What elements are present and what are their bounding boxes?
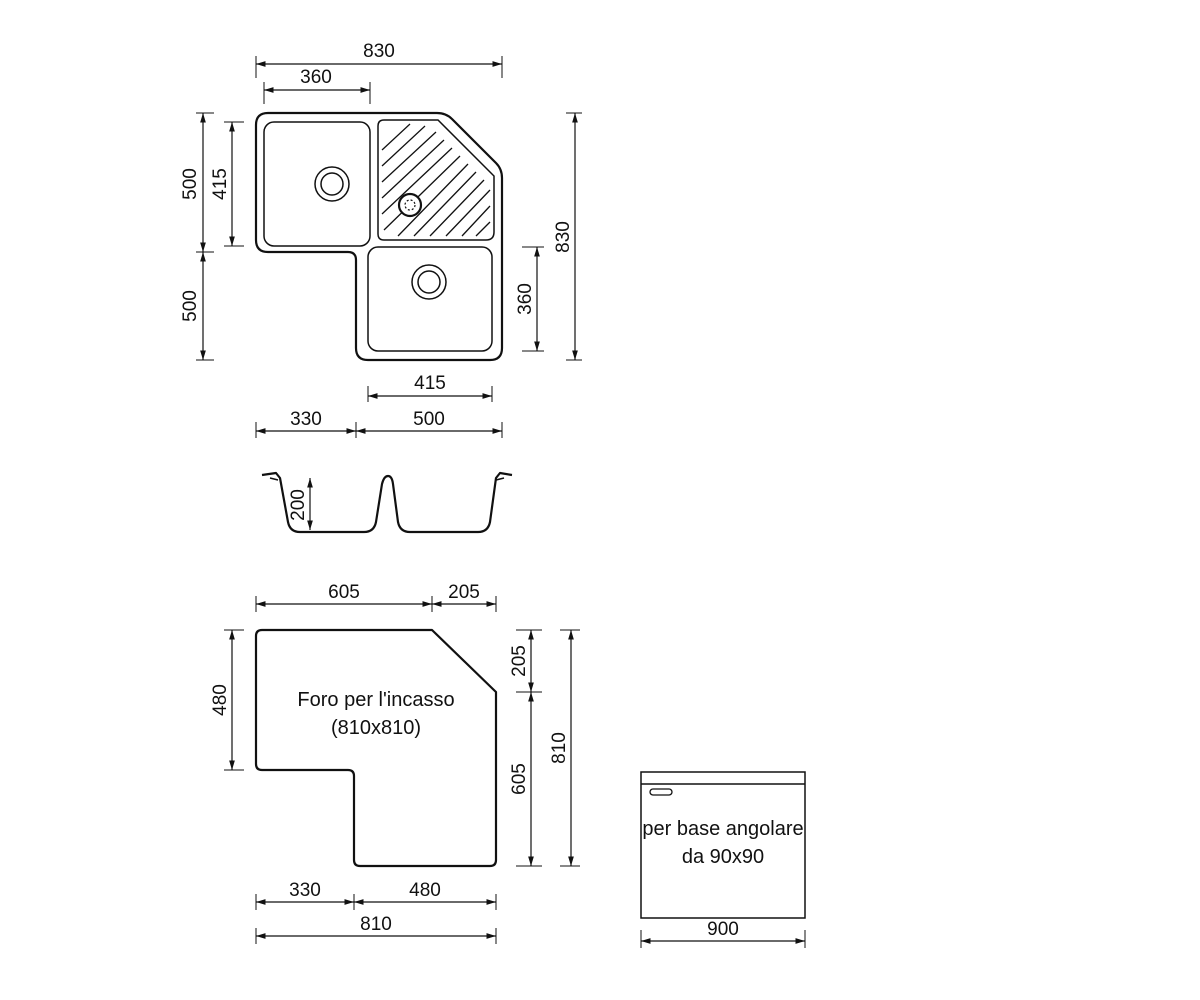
lower-drain-inner: [417, 270, 441, 294]
left-bowl: [263, 121, 371, 247]
left-drain-inner: [320, 172, 344, 196]
cutout-label-line2: (810x810): [331, 717, 421, 739]
overflow-drain: [397, 192, 423, 218]
cabinet-label-line1: per base angolare: [642, 818, 803, 840]
lower-drain-outer: [411, 264, 447, 300]
dim-left-415: 415: [210, 168, 231, 200]
cabinet-label-line2: da 90x90: [682, 846, 764, 868]
side-profile: [261, 471, 513, 534]
dim-top-360: 360: [300, 67, 332, 88]
top-view: 830 360 500 500 415 830 360 415: [180, 41, 582, 438]
side-view: 200: [261, 471, 513, 534]
dim-bottom-500: 500: [413, 409, 445, 430]
dim-cut-480-left: 480: [210, 684, 231, 716]
dim-right-360: 360: [515, 283, 536, 315]
lower-bowl: [367, 246, 493, 352]
drainer-grooves: [381, 123, 491, 237]
cutout-label-line1: Foro per l'incasso: [297, 689, 454, 711]
dim-cut-810-right: 810: [549, 732, 570, 764]
dim-bottom-415: 415: [414, 373, 446, 394]
left-drain-outer: [314, 166, 350, 202]
dim-cut-605-top: 605: [328, 582, 360, 603]
cabinet-body: [640, 771, 806, 919]
cabinet-handle: [649, 788, 673, 796]
dim-left-500-upper: 500: [180, 168, 201, 200]
dim-right-830: 830: [553, 221, 574, 253]
dim-left-500-lower: 500: [180, 290, 201, 322]
dim-top-830: 830: [363, 41, 395, 62]
dim-cut-330-bottom: 330: [289, 880, 321, 901]
dim-cut-605-right: 605: [509, 763, 530, 795]
cutout-outline: [254, 628, 498, 868]
dim-bottom-330: 330: [290, 409, 322, 430]
dim-cut-480-bottom: 480: [409, 880, 441, 901]
dim-cut-205-right: 205: [509, 645, 530, 677]
dim-depth-200: 200: [288, 489, 309, 521]
drainer-area: [377, 119, 495, 241]
dim-cut-810-bottom: 810: [360, 914, 392, 935]
cutout-view: Foro per l'incasso (810x810) 605 205 480…: [210, 582, 580, 944]
dim-cabinet-900: 900: [707, 919, 739, 940]
dim-cut-205-top: 205: [448, 582, 480, 603]
cabinet-view: per base angolare da 90x90 900: [640, 771, 806, 948]
